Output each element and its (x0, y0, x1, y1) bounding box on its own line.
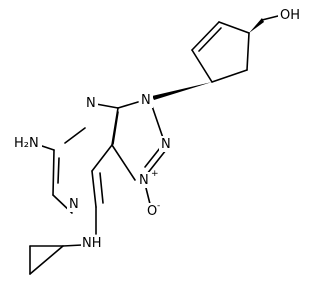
n3-label: N (86, 96, 96, 111)
n7-charge: + (151, 169, 159, 179)
bond (198, 27, 222, 52)
bond (191, 21, 220, 51)
bond (218, 21, 250, 34)
bond (62, 244, 83, 247)
bond-lines (29, 14, 283, 275)
hydroxyl-label: OH (280, 8, 300, 23)
bond (211, 69, 248, 83)
bond (146, 149, 167, 175)
bond (95, 103, 119, 109)
n9-label: N (141, 93, 151, 108)
bond (151, 105, 164, 139)
bond (99, 172, 104, 204)
n1-label: N (69, 197, 79, 212)
bond (29, 245, 64, 275)
oxygen-charge: - (157, 201, 160, 211)
bond (91, 144, 113, 172)
amino-label: H₂N (14, 136, 39, 151)
bond (144, 147, 161, 168)
n7-label: N (139, 173, 149, 188)
bond (111, 144, 136, 181)
bond (91, 170, 97, 208)
n-oxide-oxygen-label: O (147, 204, 157, 219)
bond (145, 187, 151, 205)
bond (64, 127, 86, 144)
bond (117, 101, 139, 109)
bond (52, 149, 55, 196)
nh-label: NH (82, 236, 102, 251)
bond (57, 157, 60, 184)
n8-label: N (161, 137, 171, 152)
atom-labels: OH N N N N N + O - H₂N NH (12, 6, 302, 251)
bond (246, 32, 250, 71)
bond (112, 111, 119, 145)
molecule-structure: OH N N N N N + O - H₂N NH (12, 6, 302, 275)
bond (41, 145, 55, 151)
wedge-bond (249, 18, 264, 33)
wedge-bond (152, 82, 212, 100)
bond (191, 49, 213, 83)
